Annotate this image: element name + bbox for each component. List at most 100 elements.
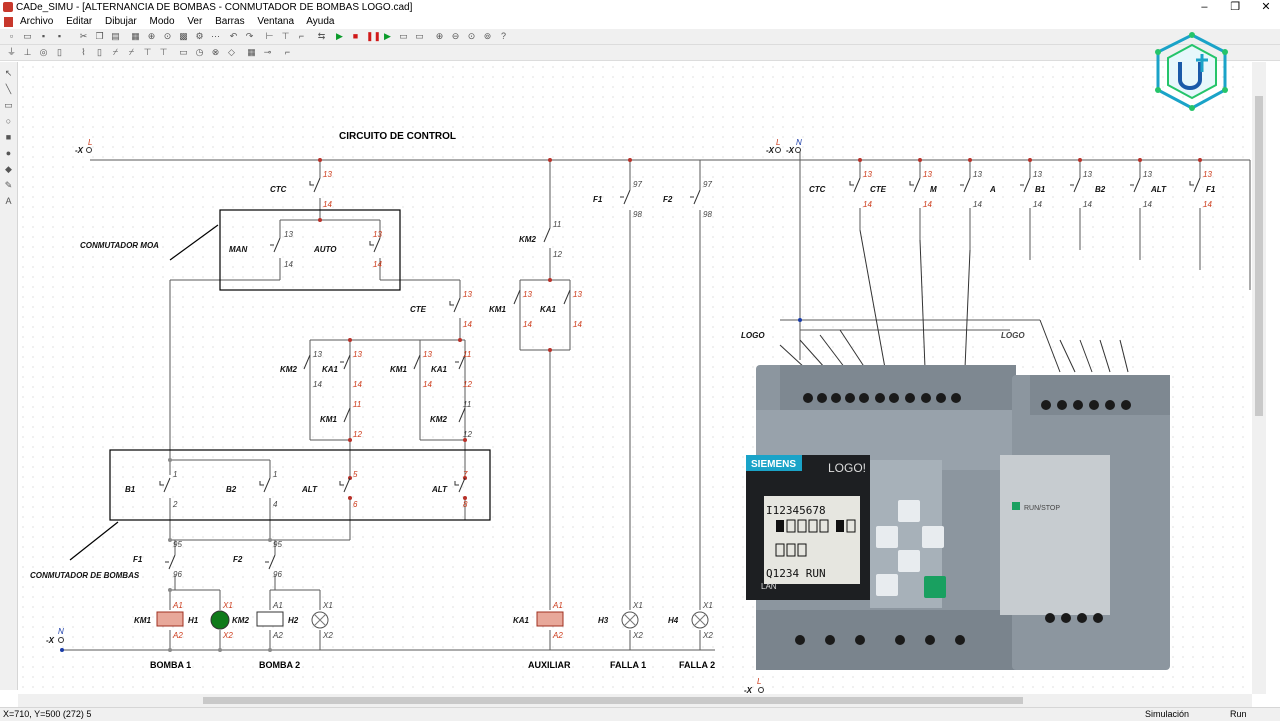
line-tool-icon[interactable]: ╲ bbox=[5, 84, 12, 94]
cut-icon[interactable]: ✂ bbox=[79, 31, 88, 41]
pin-label: 14 bbox=[423, 380, 432, 389]
play-icon[interactable]: ▶ bbox=[336, 31, 343, 41]
x-neutral-label: -X bbox=[46, 636, 55, 645]
pin-label: 13 bbox=[353, 350, 362, 359]
stop-icon[interactable]: ■ bbox=[352, 31, 359, 41]
pin-label: 14 bbox=[923, 200, 932, 209]
horizontal-scroll-thumb[interactable] bbox=[203, 697, 1023, 704]
menu-ventana[interactable]: Ventana bbox=[257, 16, 295, 27]
vertical-scroll-thumb[interactable] bbox=[1255, 96, 1263, 416]
km2-coil-label: KM2 bbox=[232, 616, 249, 625]
pin-label: 11 bbox=[553, 220, 561, 229]
redo-icon[interactable]: ↷ bbox=[245, 31, 254, 41]
export-icon[interactable]: ▭ bbox=[415, 31, 424, 41]
zoom-fit-icon[interactable]: ⊙ bbox=[467, 31, 476, 41]
menu-editar[interactable]: Editar bbox=[66, 16, 93, 27]
pushbutton-icon[interactable]: ⊤ bbox=[143, 47, 152, 57]
print-icon[interactable]: ▦ bbox=[131, 31, 140, 41]
logo-plc-device[interactable]: SIEMENS LOGO! I12345678 Q1234 RUN LAN bbox=[746, 229, 1170, 670]
cursor-coordinates: X=710, Y=500 (272) 5 bbox=[3, 709, 92, 719]
maximize-button[interactable]: ❐ bbox=[1230, 1, 1241, 13]
conmutador-moa-label: CONMUTADOR MOA bbox=[80, 241, 159, 250]
menu-dibujar[interactable]: Dibujar bbox=[105, 16, 137, 27]
paste-icon[interactable]: ▤ bbox=[111, 31, 120, 41]
component-icon[interactable]: ▩ bbox=[179, 31, 188, 41]
menu-ayuda[interactable]: Ayuda bbox=[306, 16, 335, 27]
help-icon[interactable]: ? bbox=[500, 31, 506, 41]
find-icon[interactable]: ⊙ bbox=[163, 31, 172, 41]
window-title: CADe_SIMU - [ALTERNANCIA DE BOMBAS - CON… bbox=[16, 2, 413, 13]
n-terminal-label: N bbox=[58, 627, 64, 636]
text-tool-icon[interactable]: A bbox=[5, 196, 12, 206]
breaker-icon[interactable]: ⌇ bbox=[81, 47, 86, 57]
switch-icon[interactable]: ⊤ bbox=[159, 47, 168, 57]
pin-label: 4 bbox=[273, 500, 278, 509]
ka1-contact-label: KA1 bbox=[322, 365, 339, 374]
diagram-title: CIRCUITO DE CONTROL bbox=[339, 131, 456, 142]
coil-icon[interactable]: ▭ bbox=[179, 47, 188, 57]
pin-label: 14 bbox=[1203, 200, 1212, 209]
pin-label: 13 bbox=[973, 170, 982, 179]
grid-icon[interactable]: ⋯ bbox=[211, 31, 220, 41]
pause-icon[interactable]: ❚❚ bbox=[366, 31, 382, 41]
logo-b2-label: B2 bbox=[1095, 185, 1106, 194]
ka1-coil-label: KA1 bbox=[513, 616, 530, 625]
plc-icon[interactable]: ▦ bbox=[247, 47, 256, 57]
copy-icon[interactable]: ❐ bbox=[95, 31, 104, 41]
select-arrow-icon[interactable]: ↖ bbox=[4, 68, 13, 78]
rectangle-tool-icon[interactable]: ▭ bbox=[4, 100, 13, 110]
save-icon[interactable]: ▪ bbox=[41, 31, 46, 41]
ka1-coil[interactable] bbox=[536, 611, 564, 627]
zoom-area-icon[interactable]: ⊕ bbox=[147, 31, 156, 41]
align-left-icon[interactable]: ⊢ bbox=[265, 31, 274, 41]
h1-lamp[interactable] bbox=[210, 610, 230, 630]
zoom-out-icon[interactable]: ⊖ bbox=[451, 31, 460, 41]
timer-icon[interactable]: ◷ bbox=[195, 47, 204, 57]
wire-icon[interactable]: ⌐ bbox=[298, 31, 305, 41]
menu-archivo[interactable]: Archivo bbox=[20, 16, 54, 27]
mirror-icon[interactable]: ⇆ bbox=[317, 31, 326, 41]
alt-label: ALT bbox=[301, 485, 318, 494]
open-folder-icon[interactable]: ▭ bbox=[23, 31, 32, 41]
filled-ellipse-icon[interactable]: ● bbox=[5, 148, 12, 158]
filled-rectangle-icon[interactable]: ■ bbox=[5, 132, 12, 142]
menu-barras[interactable]: Barras bbox=[215, 16, 245, 27]
step-icon[interactable]: ▶ bbox=[384, 31, 391, 41]
undo-icon[interactable]: ↶ bbox=[229, 31, 238, 41]
lamp-icon[interactable]: ⊗ bbox=[211, 47, 220, 57]
menu-modo[interactable]: Modo bbox=[149, 16, 175, 27]
motor-icon[interactable]: ◎ bbox=[39, 47, 48, 57]
fuse-icon[interactable]: ▯ bbox=[57, 47, 62, 57]
align-top-icon[interactable]: ⊤ bbox=[281, 31, 290, 41]
wire-tool-icon[interactable]: ⌐ bbox=[284, 47, 291, 57]
x-terminal-label: -X bbox=[75, 146, 84, 155]
ellipse-tool-icon[interactable]: ○ bbox=[5, 116, 12, 126]
km2-coil[interactable] bbox=[256, 611, 284, 627]
fill-bucket-icon[interactable]: ◆ bbox=[5, 164, 12, 174]
pin-label: 1 bbox=[173, 470, 177, 479]
auxiliar-label: AUXILIAR bbox=[528, 660, 571, 670]
relay-icon[interactable]: ▯ bbox=[97, 47, 102, 57]
ka1-aux-label: KA1 bbox=[540, 305, 557, 314]
pin-label: X1 bbox=[322, 601, 333, 610]
nc-contact-icon[interactable]: ⌿ bbox=[112, 47, 119, 57]
menu-ver[interactable]: Ver bbox=[187, 16, 203, 27]
minimize-button[interactable]: – bbox=[1201, 1, 1208, 13]
print-preview-icon[interactable]: ▭ bbox=[399, 31, 408, 41]
horizontal-scrollbar[interactable] bbox=[18, 694, 1252, 707]
vertical-scrollbar[interactable] bbox=[1252, 62, 1266, 694]
sensor-icon[interactable]: ◇ bbox=[228, 47, 235, 57]
power-supply-icon[interactable]: ⏚ bbox=[6, 47, 16, 57]
close-button[interactable]: ✕ bbox=[1261, 1, 1271, 13]
no-contact-icon[interactable]: ⌿ bbox=[128, 47, 135, 57]
pencil-icon[interactable]: ✎ bbox=[4, 180, 13, 190]
save-as-icon[interactable]: ▪ bbox=[57, 31, 62, 41]
km1-coil[interactable] bbox=[156, 611, 184, 627]
settings-icon[interactable]: ⚙ bbox=[195, 31, 204, 41]
terminal-icon[interactable]: ⊸ bbox=[263, 47, 272, 57]
zoom-window-icon[interactable]: ⊚ bbox=[483, 31, 492, 41]
zoom-in-icon[interactable]: ⊕ bbox=[435, 31, 444, 41]
pin-label: 1 bbox=[273, 470, 277, 479]
contact-icon[interactable]: ⊥ bbox=[23, 47, 32, 57]
new-file-icon[interactable]: ▫ bbox=[9, 31, 14, 41]
